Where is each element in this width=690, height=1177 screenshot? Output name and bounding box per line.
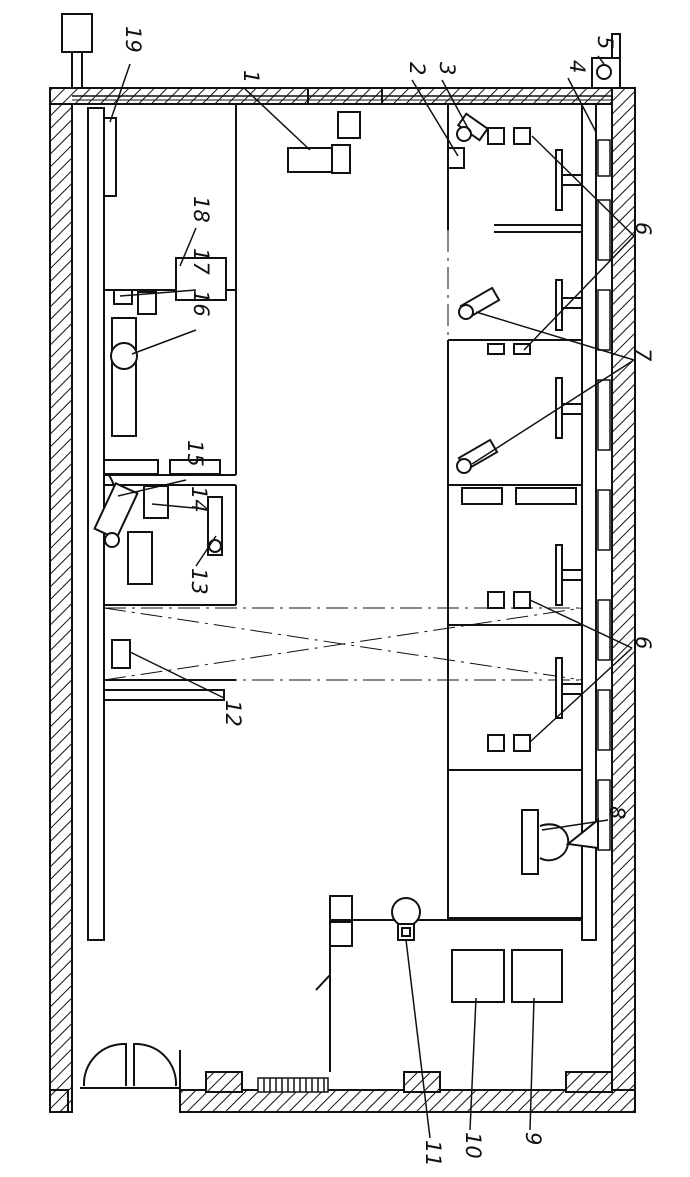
building-walls [49,87,636,1113]
fan-15 [93,481,139,548]
cabinet [461,487,503,505]
label-11: 11 [421,1140,445,1167]
right-wall [611,87,636,1113]
vent-box [329,895,353,921]
label-17: 17 [189,248,213,275]
table-right-4 [555,544,583,606]
fan-8 [521,809,599,875]
cabinet [137,291,157,315]
cabinet-6 [487,734,505,752]
wall-pier [205,1071,243,1093]
bottom-wall [179,1089,636,1113]
unit-14 [143,485,169,519]
leader-lines [109,55,635,1139]
equipment-12 [111,639,131,669]
fan-11 [391,897,421,941]
cabinet [103,459,159,475]
label-19: 19 [121,26,145,53]
projector-unit-1 [287,111,361,174]
unit-17 [113,289,133,305]
cabinet-6 [513,734,531,752]
cabinet-6 [487,591,505,609]
right-air-duct [581,103,611,941]
label-7: 7 [631,348,655,362]
table-right-5 [555,657,583,719]
wall-pier [565,1071,613,1093]
bench [103,689,225,701]
unit-19 [103,117,117,197]
label-6-top: 6 [631,222,655,235]
label-16: 16 [189,290,213,317]
cabinet-6 [513,127,531,145]
vent-box [329,921,353,947]
cabinet-6 [487,343,505,355]
label-13: 13 [187,568,211,595]
unit-13 [207,496,223,556]
label-12: 12 [221,700,245,727]
label-6-bottom: 6 [631,636,655,649]
bottom-wall-left-stub [49,1089,69,1113]
table-right-2 [555,279,583,331]
fan-7 [458,286,501,320]
label-4: 4 [565,60,589,73]
label-10: 10 [461,1132,485,1159]
cabinet [127,531,153,585]
label-8: 8 [605,806,629,819]
equipment-2 [447,147,465,169]
label-3: 3 [435,62,459,75]
equipment [93,111,599,1003]
cabinet-6 [513,343,531,355]
label-2: 2 [405,62,429,75]
cabinet-6 [487,127,505,145]
unit-9 [511,949,563,1003]
roof-fan-left [61,13,93,89]
cabinet [169,459,221,475]
fan-16 [110,317,138,437]
label-5: 5 [593,36,617,49]
label-1: 1 [239,70,263,83]
staircase [257,1077,329,1093]
label-9: 9 [521,1132,545,1145]
entrance-door [80,1042,180,1089]
roof-fan-right [591,33,621,89]
label-14: 14 [187,486,211,513]
cabinet-6 [513,591,531,609]
label-15: 15 [183,440,207,467]
part-labels: 1 2 3 4 5 6 7 6 8 9 10 11 12 13 14 15 16… [121,26,655,1167]
unit-10 [451,949,505,1003]
table-right-1 [555,149,583,211]
fan-3 [456,112,489,142]
unit-18 [175,257,227,301]
left-wall [49,87,73,1113]
cabinet [515,487,577,505]
label-18: 18 [189,196,213,223]
fan-7 [456,438,499,474]
